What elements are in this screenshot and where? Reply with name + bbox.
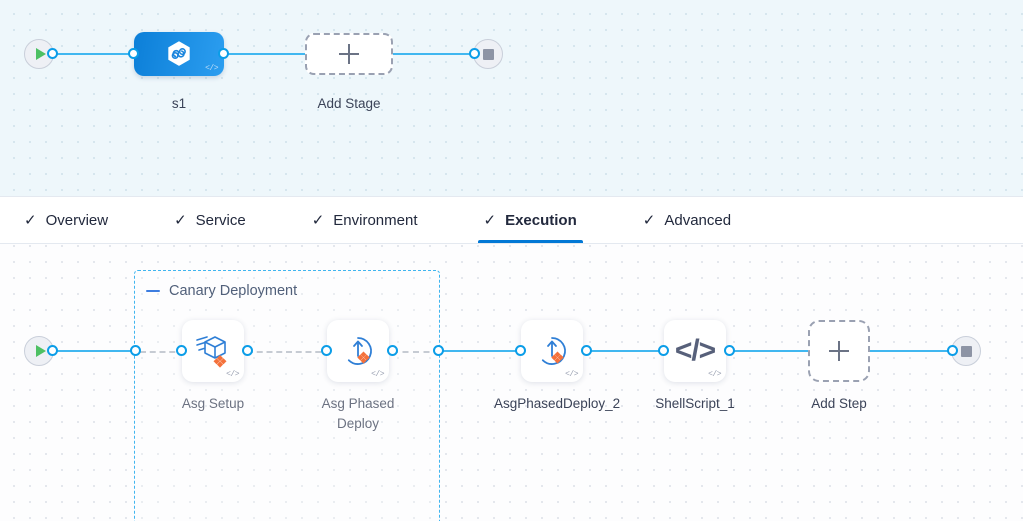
asg-phased-deploy-icon [347,337,372,365]
edge-add-step-to-end [870,350,960,352]
edge-add-to-end [386,53,486,55]
edge-group-to-asg2 [440,350,525,352]
execution-canvas[interactable]: Canary Deployment [0,244,1023,521]
minus-icon[interactable] [146,289,160,293]
connector-dot-group-in[interactable] [130,345,141,356]
tab-service[interactable]: ✓ Service [172,197,248,243]
connector-dot-stage-out[interactable] [218,48,229,59]
plus-icon [339,44,359,64]
stop-icon [960,345,972,357]
stage-canvas[interactable]: </> s1 Add Stage [0,0,1023,196]
connector-dot-asg-phased-in[interactable] [321,345,332,356]
code-badge-icon: </> [205,64,218,73]
step-node-asgphaseddeploy-2[interactable]: </> [521,320,583,382]
stage-config-tabs: ✓ Overview ✓ Service ✓ Environment ✓ Exe… [0,196,1023,244]
connector-dot-asg2-in[interactable] [515,345,526,356]
edge-group-to-asg-setup [140,351,185,353]
play-icon [35,48,46,60]
tab-service-label: Service [195,211,246,229]
connector-dot-asg-setup-in[interactable] [176,345,187,356]
stop-icon [482,48,494,60]
step-group-title: Canary Deployment [169,283,298,299]
check-icon: ✓ [483,211,497,229]
connector-dot-end[interactable] [469,48,480,59]
tab-execution[interactable]: ✓ Execution [477,197,584,243]
step-node-asg-setup[interactable]: </> [182,320,244,382]
tab-advanced-label: Advanced [664,211,732,229]
tab-execution-label: Execution [505,211,577,229]
add-step-button[interactable] [808,320,870,382]
edge-exec-start [50,350,140,352]
check-icon: ✓ [174,211,187,229]
connector-dot-exec-start[interactable] [47,345,58,356]
connector-dot-start[interactable] [47,48,58,59]
plus-icon [829,341,849,361]
code-badge-icon: </> [371,370,384,379]
code-badge-icon: </> [708,370,721,379]
edge-start-to-stage [50,53,142,55]
edge-shell-to-add-step [730,350,810,352]
stage-label-s1: s1 [171,96,187,111]
connector-dot-asg2-out[interactable] [581,345,592,356]
shell-script-icon: </> [674,334,716,367]
connector-dot-group-out[interactable] [433,345,444,356]
connector-dot-asg-phased-out[interactable] [387,345,398,356]
step-group-header[interactable]: Canary Deployment [146,283,297,299]
tab-environment[interactable]: ✓ Environment [310,197,420,243]
edge-phased-to-group-end [392,351,440,353]
asg-setup-icon [196,336,227,368]
tab-environment-label: Environment [333,211,418,229]
stage-node-s1[interactable]: </> [134,32,224,76]
connector-dot-shell-in[interactable] [658,345,669,356]
connector-dot-asg-setup-out[interactable] [242,345,253,356]
connector-dot-stage-in[interactable] [128,48,139,59]
tab-overview[interactable]: ✓ Overview [22,197,110,243]
check-icon: ✓ [311,211,325,229]
step-label-shellscript-1: ShellScript_1 [655,396,735,411]
connector-dot-exec-end[interactable] [947,345,958,356]
add-stage-button[interactable] [305,33,393,75]
add-stage-label: Add Stage [317,96,381,111]
connector-dot-shell-out[interactable] [724,345,735,356]
check-icon: ✓ [642,211,656,229]
tab-advanced[interactable]: ✓ Advanced [641,197,733,243]
tab-overview-label: Overview [45,211,109,229]
edge-asg2-to-shell [586,350,668,352]
play-icon [35,345,46,357]
step-label-asgphaseddeploy-2: AsgPhasedDeploy_2 [494,396,621,411]
code-badge-icon: </> [565,370,578,379]
harness-hexagon-icon [168,41,190,66]
edge-stage-to-add [216,53,314,55]
step-node-asg-phased-deploy[interactable]: </> [327,320,389,382]
edge-asg-setup-to-phased [247,351,331,353]
code-badge-icon: </> [226,370,239,379]
asg-phased-deploy-icon [541,337,566,365]
step-group-canary-deployment[interactable] [134,270,440,521]
check-icon: ✓ [24,211,37,229]
step-node-shellscript-1[interactable]: </> </> [664,320,726,382]
add-step-label: Add Step [811,396,867,411]
